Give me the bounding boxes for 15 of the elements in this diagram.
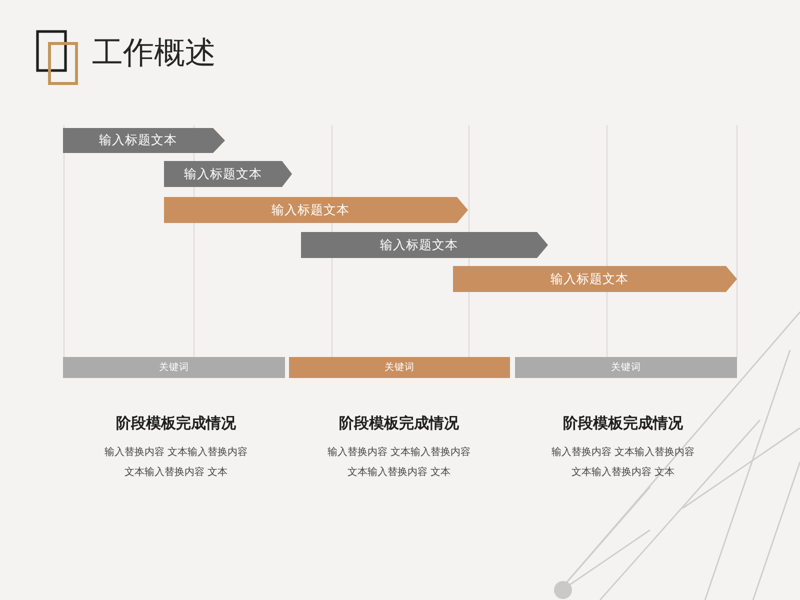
arrow-banner: 输入标题文本	[164, 161, 292, 187]
section-heading: 阶段模板完成情况	[115, 414, 237, 434]
arrow-banner: 输入标题文本	[301, 232, 548, 258]
keyword-bar: 关键词	[63, 357, 285, 378]
keyword-bar: 关键词	[289, 357, 510, 378]
keyword-bar: 关键词	[515, 357, 737, 378]
description-text: 输入替换内容 文本输入替换内容文本输入替换内容 文本	[550, 446, 696, 480]
page-title: 工作概述	[92, 34, 216, 72]
arrow-banner: 输入标题文本	[63, 128, 225, 153]
description-text: 输入替换内容 文本输入替换内容文本输入替换内容 文本	[326, 446, 472, 480]
arrow-banner: 输入标题文本	[453, 266, 737, 292]
arrow-banner: 输入标题文本	[164, 197, 468, 223]
section-heading: 阶段模板完成情况	[338, 414, 460, 434]
description-text: 输入替换内容 文本输入替换内容文本输入替换内容 文本	[104, 446, 248, 480]
section-heading: 阶段模板完成情况	[562, 414, 684, 434]
